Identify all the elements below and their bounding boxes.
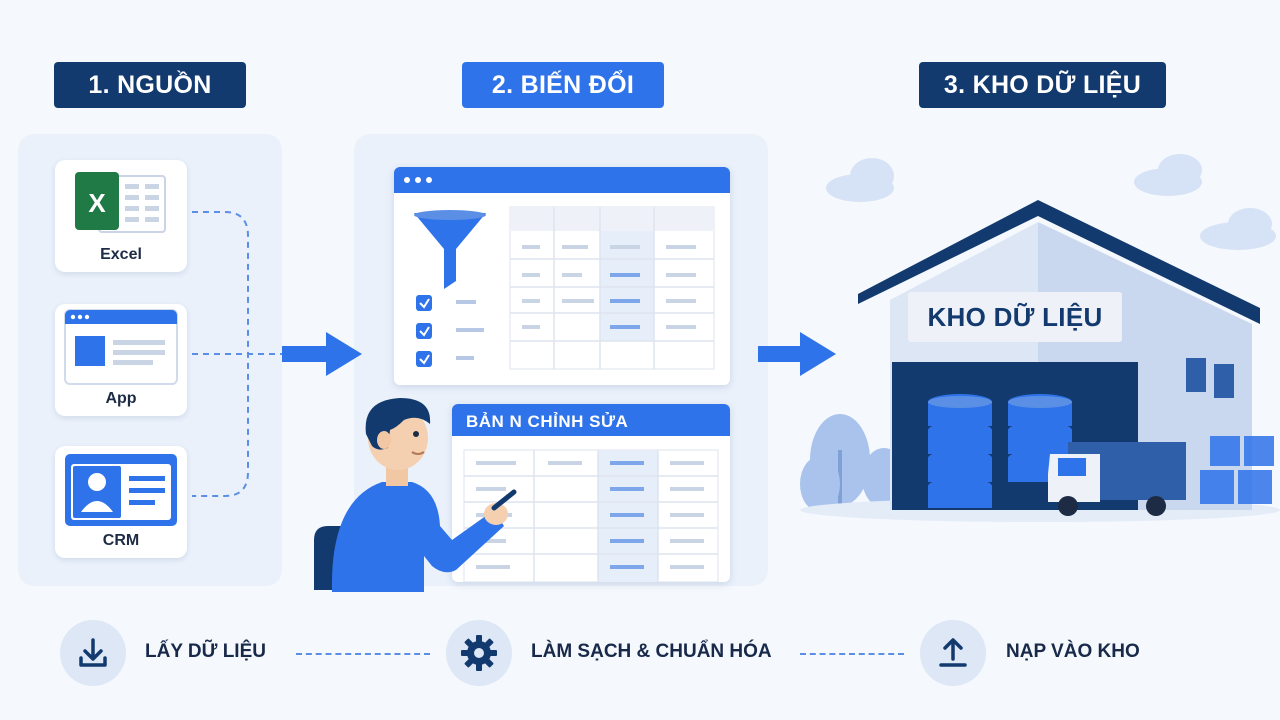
stage-label-warehouse: 3. KHO DỮ LIỆU <box>919 62 1166 108</box>
arrow-to-transform-icon <box>282 332 362 376</box>
window-titlebar <box>394 167 730 193</box>
data-table-grid <box>509 206 715 370</box>
warehouse-sign-text: KHO DỮ LIỆU <box>927 301 1103 332</box>
analyst-person-illustration <box>314 398 517 592</box>
step-clean <box>446 620 512 686</box>
gear-icon <box>461 635 497 671</box>
source-card-app: App <box>55 304 187 416</box>
step-upload <box>920 620 986 686</box>
download-icon <box>79 638 107 667</box>
step-download <box>60 620 126 686</box>
contact-card-icon <box>65 454 177 526</box>
cloud-icon <box>826 154 1276 250</box>
checkbox-list <box>416 295 484 367</box>
step-label-load: NẠP VÀO KHO <box>1006 641 1140 662</box>
step-label-transform: LÀM SẠCH & CHUẨN HÓA <box>531 641 772 662</box>
warehouse-sign: KHO DỮ LIỆU <box>908 292 1122 342</box>
step-connector <box>800 653 904 655</box>
step-label-extract: LẤY DỮ LIỆU <box>145 641 266 662</box>
source-card-crm: CRM <box>55 446 187 558</box>
svg-text:X: X <box>88 188 106 218</box>
editor-titlebar: BẢN N CHỈNH SỬA <box>452 404 730 436</box>
editor-title: BẢN N CHỈNH SỬA <box>466 412 629 431</box>
filter-funnel-icon <box>414 210 486 289</box>
source-card-excel: X Excel <box>55 160 187 272</box>
delivery-truck-icon <box>1048 442 1186 516</box>
step-connector <box>296 653 430 655</box>
data-warehouse-illustration <box>800 154 1280 522</box>
source-label-crm: CRM <box>102 532 140 549</box>
stage-label-source: 1. NGUỒN <box>54 62 246 108</box>
boxes-icon <box>1200 436 1274 504</box>
source-label-excel: Excel <box>100 246 142 263</box>
stage-label-transform: 2. BIẾN ĐỔI <box>462 62 664 108</box>
filter-window <box>394 167 730 385</box>
excel-icon: X <box>75 172 166 233</box>
source-label-app: App <box>105 390 137 407</box>
upload-icon <box>939 638 967 667</box>
app-window-icon <box>64 309 178 385</box>
